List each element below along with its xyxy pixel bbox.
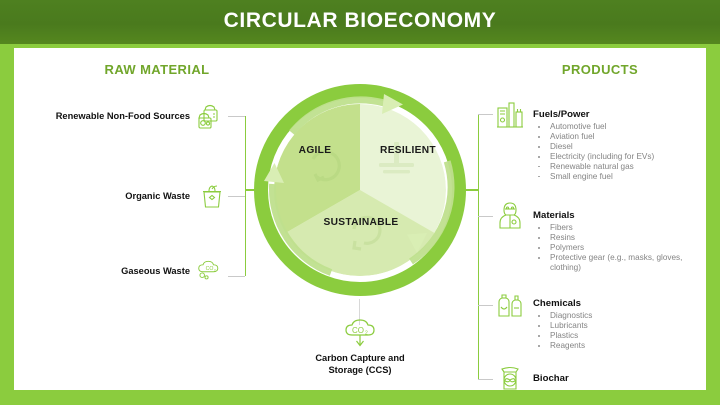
page-title: CIRCULAR BIOECONOMY — [223, 9, 497, 32]
sacks-icon — [198, 104, 218, 129]
raw-stub-2 — [228, 276, 245, 278]
raw-bracket-line — [245, 116, 247, 276]
circular-economy-wheel: AGILE RESILIENT SUSTAINABLE — [251, 81, 469, 299]
svg-text:2: 2 — [365, 331, 368, 337]
ccs-label-line1: Carbon Capture and — [315, 353, 405, 363]
product-stub-3 — [478, 379, 493, 381]
product-list-2: Diagnostics Lubricants Plastics Reagents — [533, 311, 592, 351]
raw-material-heading: RAW MATERIAL — [104, 62, 210, 77]
product-item: Plastics — [533, 331, 592, 341]
product-stub-0 — [478, 114, 493, 116]
product-stub-1 — [478, 216, 493, 218]
raw-item-label-1: Organic Waste — [40, 190, 190, 202]
product-item: Small engine fuel — [533, 172, 654, 182]
co2-cloud-icon: CO 2 — [198, 260, 219, 280]
product-item: Automotive fuel — [533, 122, 654, 132]
product-item: Lubricants — [533, 321, 592, 331]
product-item: Diagnostics — [533, 311, 592, 321]
ccs-label: Carbon Capture and Storage (CCS) — [275, 352, 445, 376]
product-title-2: Chemicals — [533, 298, 581, 309]
product-title-3: Biochar — [533, 373, 569, 384]
product-item: Aviation fuel — [533, 132, 654, 142]
raw-item-text-1: Organic Waste — [125, 191, 190, 201]
ccs-label-line2: Storage (CCS) — [328, 365, 392, 375]
raw-item-label-2: Gaseous Waste — [40, 265, 190, 277]
refinery-icon — [497, 102, 523, 128]
co2-capture-icon: CO 2 — [345, 319, 375, 347]
product-list-0: Automotive fuel Aviation fuel Diesel Ele… — [533, 122, 654, 181]
raw-item-text-0: Renewable Non-Food Sources — [55, 111, 190, 121]
raw-item-text-2: Gaseous Waste — [121, 266, 190, 276]
svg-text:2: 2 — [214, 268, 216, 272]
raw-stub-1 — [228, 196, 245, 198]
circle-to-products-stub — [464, 189, 478, 191]
svg-text:CO: CO — [206, 266, 214, 272]
sector-label-sustainable: SUSTAINABLE — [323, 217, 399, 228]
title-bar: CIRCULAR BIOECONOMY — [0, 0, 720, 44]
product-item: Fibers — [533, 223, 705, 233]
chemical-bottles-icon — [498, 294, 522, 317]
product-item: Polymers — [533, 243, 705, 253]
svg-text:CO: CO — [352, 326, 364, 335]
product-item: Resins — [533, 233, 705, 243]
biochar-sack-icon — [501, 366, 519, 390]
wheel-svg — [254, 84, 466, 296]
waste-bin-icon — [203, 185, 221, 208]
sector-label-agile: AGILE — [298, 145, 332, 156]
product-title-0: Fuels/Power — [533, 109, 590, 120]
sector-label-resilient: RESILIENT — [380, 145, 436, 156]
ccs-connector-line — [359, 299, 361, 325]
product-item: Protective gear (e.g., masks, gloves, cl… — [533, 253, 705, 273]
product-item: Diesel — [533, 142, 654, 152]
product-item: Reagents — [533, 341, 592, 351]
raw-item-label-0: Renewable Non-Food Sources — [40, 110, 190, 122]
protective-suit-icon — [499, 202, 521, 229]
raw-to-circle-stub — [245, 189, 259, 191]
products-heading: PRODUCTS — [561, 62, 639, 77]
raw-stub-0 — [228, 116, 245, 118]
products-bracket-line — [478, 114, 480, 380]
product-list-1: Fibers Resins Polymers Protective gear (… — [533, 223, 705, 273]
product-title-1: Materials — [533, 210, 575, 221]
product-item: Electricity (including for EVs) — [533, 152, 654, 162]
product-item: Renewable natural gas — [533, 162, 654, 172]
product-stub-2 — [478, 305, 493, 307]
